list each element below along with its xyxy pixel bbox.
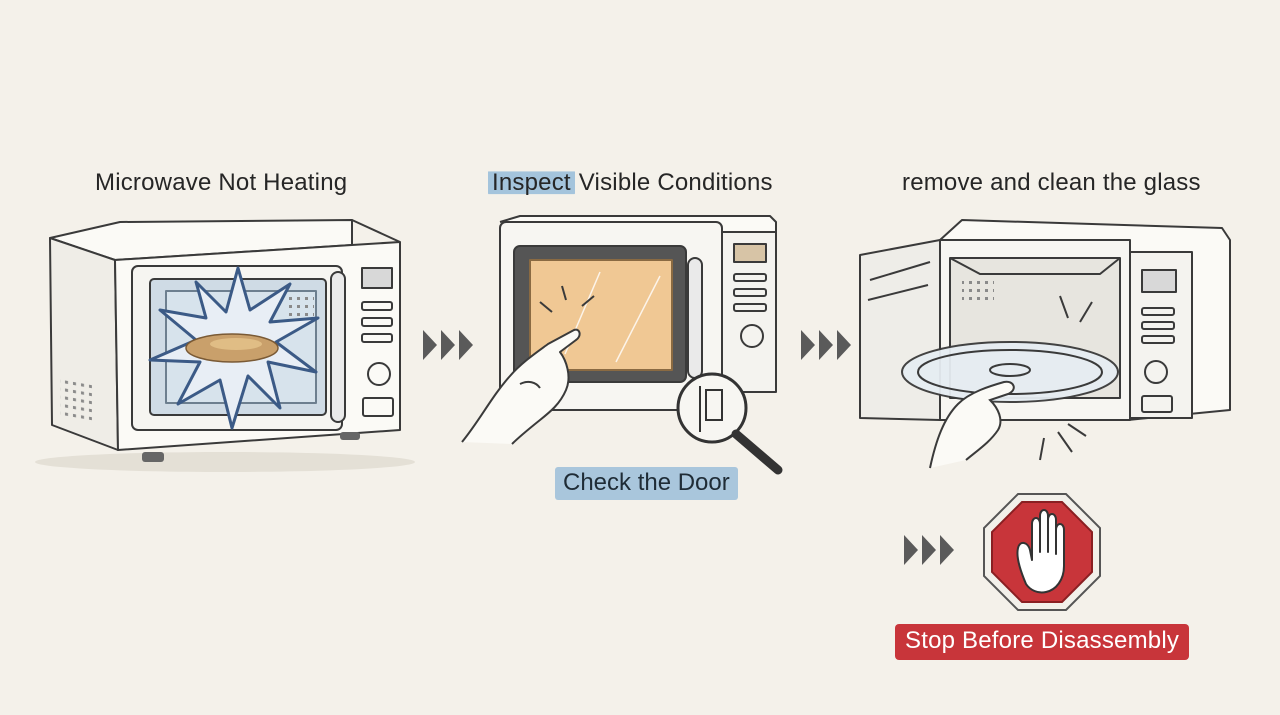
microwave-inspect-illustration (461, 215, 777, 445)
arrow-to-stop (904, 535, 954, 565)
magnifier-icon (676, 372, 783, 475)
step-2-title-highlight: Inspect (488, 169, 575, 196)
stop-label: Stop Before Disassembly (895, 624, 1190, 660)
step-1-title: Microwave Not Heating (95, 169, 348, 196)
check-door-badge: Check the Door (555, 467, 738, 500)
microwave-open-illustration (859, 219, 1231, 461)
burst-icon (148, 266, 320, 430)
step-3-title: remove and clean the glass (902, 169, 1201, 196)
glass-turntable-illustration (901, 341, 1119, 469)
stop-hand-icon (983, 493, 1101, 611)
arrow-step-1-to-2 (423, 330, 473, 360)
step-2-title-rest: Visible Conditions (578, 169, 773, 196)
arrow-step-2-to-3 (801, 330, 851, 360)
